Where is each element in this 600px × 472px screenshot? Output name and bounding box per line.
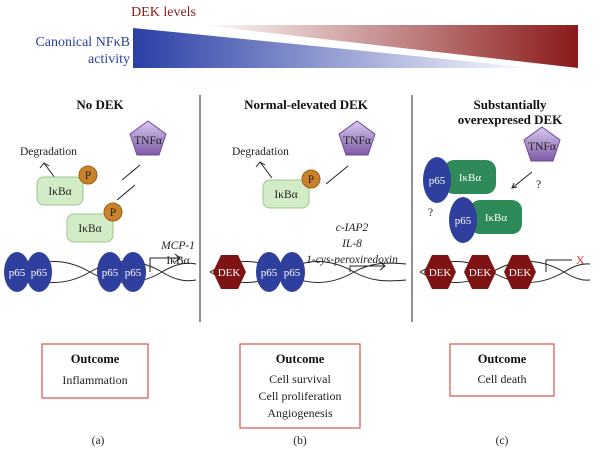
panel-b-outcome-box (239, 343, 361, 429)
panel-b-degradation-arrow (259, 161, 273, 179)
panel-b-tnfa-arrow (325, 165, 349, 185)
panel-c-dek-2 (464, 255, 496, 289)
panel-c-question-1: ? (536, 179, 541, 191)
panel-b-p65-2-label: p65 (284, 267, 301, 279)
panel-a-ikba-degraded-label: IκBα (48, 186, 71, 198)
panel-a-degradation-arrow (43, 162, 56, 179)
panel-b-ikba-label: IκBα (274, 189, 297, 201)
panel-b-tnfa-ligand (338, 120, 376, 156)
panel-a-tnfa-arrow-2 (116, 184, 136, 201)
panel-c-outcome-title: Outcome (478, 352, 527, 366)
panel-c-tnfa-arrow (511, 171, 533, 189)
panel-c-outcome-1: Cell death (478, 372, 527, 386)
panel-a-outcome-box (41, 343, 149, 399)
panel-b-outcome-2: Cell proliferation (259, 389, 342, 403)
panel-c-title-line2: overexpresed DEK (458, 112, 563, 127)
panel-a-ikba (66, 213, 114, 243)
panel-a-caption: (a) (92, 435, 105, 447)
panel-a-tnfa-ligand (129, 120, 167, 156)
panel-a-p65-3 (97, 252, 123, 292)
panel-a-p65-2 (26, 252, 52, 292)
nfkb-activity-label-line1: Canonical NFκB (35, 35, 130, 50)
panel-a-outcome-1: Inflammation (62, 373, 127, 387)
panel-a-degradation-label: Degradation (20, 146, 77, 158)
panel-b-dna-strand-1 (209, 261, 407, 283)
dek-levels-gradient-wedge (200, 25, 578, 68)
panel-b-phospho-label: P (308, 174, 314, 186)
panel-c-ikba-1 (444, 160, 496, 194)
panel-a-p65-2-label: p65 (31, 267, 48, 279)
panel-c-dek-2-label: DEK (469, 267, 492, 279)
panel-a-p65-1 (4, 252, 30, 292)
panel-b-p65-1-label: p65 (261, 267, 278, 279)
panel-a-tnfa-label: TNFα (134, 135, 162, 147)
panel-a-title: No DEK (76, 97, 124, 112)
panel-b-outcome-title: Outcome (276, 352, 325, 366)
panel-b-p65-2 (279, 252, 305, 292)
panel-c-ikba-2 (470, 200, 522, 234)
panel-b-title: Normal-elevated DEK (244, 97, 369, 112)
panel-b-gene-2: IL-8 (341, 238, 362, 250)
panel-c-question-2: ? (428, 207, 433, 219)
panel-a-outcome-title: Outcome (71, 352, 120, 366)
panel-b-outcome-3: Angiogenesis (267, 406, 333, 420)
panel-a-phospho-2 (103, 202, 123, 222)
dek-levels-label: DEK levels (131, 5, 196, 20)
panel-c-blocked-transcription-arrow (545, 259, 572, 272)
panel-a-p65-4 (120, 252, 146, 292)
panel-c-caption: (c) (496, 435, 509, 447)
panel-b-phospho (301, 169, 321, 189)
panel-c-dek-1-label: DEK (429, 267, 452, 279)
panel-b-degradation-label: Degradation (232, 146, 289, 158)
panel-a-gene-1: MCP-1 (160, 240, 195, 252)
panel-overexpressed-dek: Substantially overexpresed DEK TNFα ? ? … (419, 97, 591, 447)
panel-no-dek: No DEK Degradation TNFα IκBα P IκBα P MC… (4, 97, 197, 447)
panel-b-dna-strand-2 (209, 261, 407, 283)
panel-b-gene-1: c-IAP2 (336, 222, 369, 234)
panel-c-dek-3-label: DEK (509, 267, 532, 279)
panel-a-p65-3-label: p65 (102, 267, 119, 279)
panel-c-tnfa-label: TNFα (528, 141, 556, 153)
panel-c-tnfa-ligand (523, 126, 561, 162)
panel-c-ikba-2-label: IκBα (485, 212, 508, 224)
panel-c-dek-1 (424, 255, 456, 289)
panel-c-p65-1 (423, 157, 451, 203)
panel-a-p65-4-label: p65 (125, 267, 142, 279)
panel-b-transcription-arrow (349, 265, 385, 272)
panel-c-ikba-1-label: IκBα (459, 172, 482, 184)
panel-c-dek-3 (504, 255, 536, 289)
panel-c-p65-2-label: p65 (455, 215, 472, 227)
panel-a-ikba-label: IκBα (78, 223, 101, 235)
panel-a-ikba-degraded (36, 176, 84, 206)
panel-b-dek (213, 255, 246, 289)
panel-a-phospho-2-label: P (110, 207, 116, 219)
panel-c-p65-1-label: p65 (429, 175, 446, 187)
panel-c-title-line1: Substantially (474, 97, 547, 112)
panel-b-dek-label: DEK (218, 267, 241, 279)
panel-a-transcription-arrow (149, 257, 180, 272)
panel-b-gene-3: 1-cys-peroxiredoxin (306, 254, 398, 266)
panel-a-tnfa-arrow-1 (121, 164, 141, 181)
panel-c-outcome-box (449, 343, 555, 397)
nfkb-activity-gradient-wedge (133, 28, 535, 68)
panel-c-p65-2 (449, 197, 477, 243)
panel-normal-elevated-dek: Normal-elevated DEK Degradation TNFα IκB… (209, 97, 407, 447)
panel-b-ikba (262, 179, 310, 209)
panel-a-phospho-1-label: P (85, 170, 91, 182)
panel-c-block-mark: X (576, 253, 585, 267)
panel-b-outcome-1: Cell survival (269, 372, 331, 386)
panel-a-phospho-1 (78, 165, 98, 185)
panel-a-p65-1-label: p65 (9, 267, 26, 279)
nfkb-activity-label-line2: activity (88, 52, 130, 67)
panel-b-caption: (b) (293, 435, 307, 447)
panel-b-tnfa-label: TNFα (343, 135, 371, 147)
panel-b-p65-1 (256, 252, 282, 292)
